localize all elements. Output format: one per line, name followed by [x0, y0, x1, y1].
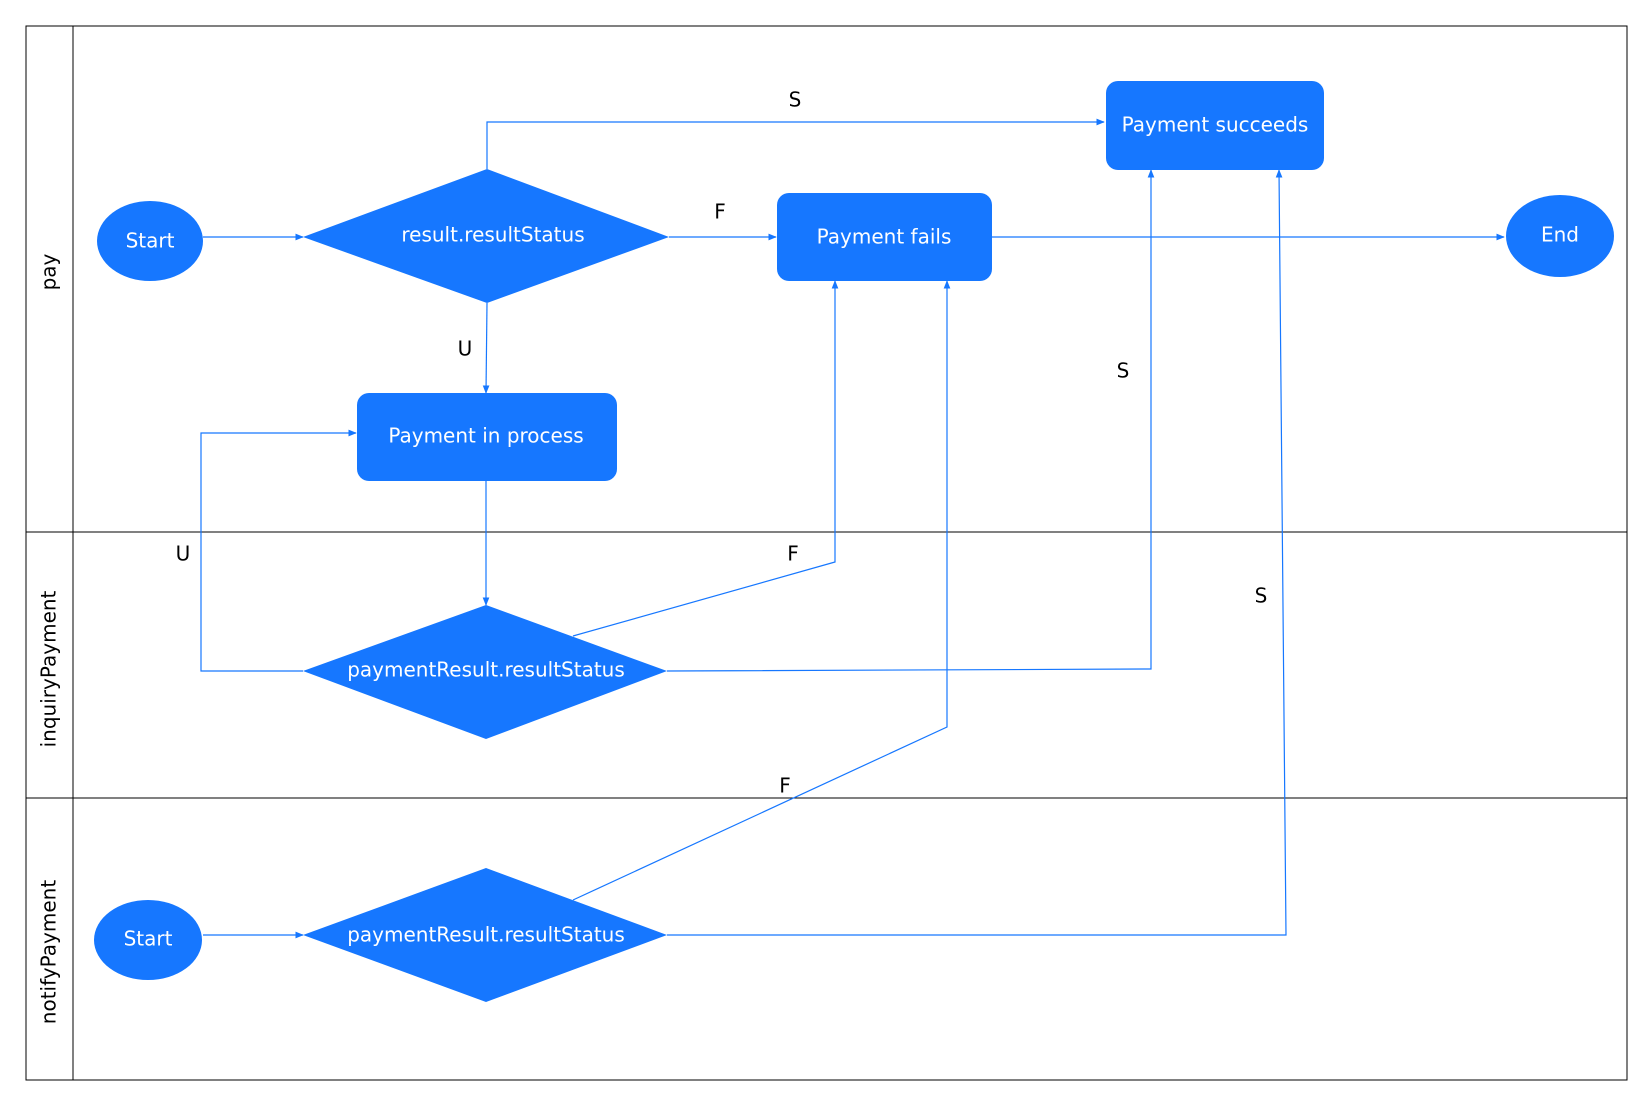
node-label: result.resultStatus — [401, 223, 584, 247]
edge-label-s: S — [1255, 584, 1268, 608]
decision-diamond — [303, 605, 667, 739]
edge-inquiry-to-in-process — [200, 429, 357, 672]
edge-label-u: U — [176, 542, 191, 566]
edge-inquiry-to-succeeds — [666, 169, 1155, 672]
process-box — [1106, 81, 1324, 170]
edge-inquiry-to-fails — [572, 280, 839, 637]
node-label: Payment succeeds — [1122, 113, 1309, 137]
start-ellipse — [94, 900, 202, 980]
node-payment-succeeds[interactable]: Payment succeeds — [1106, 81, 1324, 170]
end-ellipse — [1506, 195, 1614, 277]
node-pay-start[interactable]: Start — [97, 201, 203, 281]
lane-label-pay: pay — [37, 253, 61, 290]
lane-label-notify-payment: notifyPayment — [37, 880, 61, 1025]
edge-label-f: F — [779, 774, 791, 798]
edge-label-f: F — [714, 200, 726, 224]
lane-outer-border — [25, 25, 1628, 1081]
process-box — [777, 193, 992, 281]
edge-pay-decision-to-succeeds — [486, 118, 1105, 169]
node-notify-start[interactable]: Start — [94, 900, 202, 980]
node-label: Start — [126, 229, 175, 253]
node-label: Payment in process — [388, 424, 583, 448]
lane-label-inquiry-payment: inquiryPayment — [37, 590, 61, 747]
node-label: paymentResult.resultStatus — [347, 923, 625, 947]
start-ellipse — [97, 201, 203, 281]
node-label: paymentResult.resultStatus — [347, 658, 625, 682]
node-inquiry-decision[interactable]: paymentResult.resultStatus — [303, 605, 667, 739]
process-box — [357, 393, 617, 481]
node-pay-decision[interactable]: result.resultStatus — [303, 169, 669, 303]
edge-label-s: S — [1117, 359, 1130, 383]
edge-notify-to-fails — [572, 280, 951, 901]
node-label: Payment fails — [817, 225, 952, 249]
edge-pay-decision-to-in-process — [482, 302, 490, 394]
node-payment-fails[interactable]: Payment fails — [777, 193, 992, 281]
node-label: End — [1541, 223, 1579, 247]
edge-notify-to-succeeds — [667, 169, 1287, 936]
decision-diamond — [303, 169, 669, 303]
node-payment-in-process[interactable]: Payment in process — [357, 393, 617, 481]
edge-label-f: F — [787, 542, 799, 566]
edge-label-u: U — [458, 337, 473, 361]
swimlane-frame — [25, 25, 1628, 1081]
edge-labels: S F U U F S F S — [176, 88, 1268, 798]
edge-label-s: S — [789, 88, 802, 112]
node-end[interactable]: End — [1506, 195, 1614, 277]
edges — [200, 118, 1505, 939]
decision-diamond — [303, 868, 667, 1002]
node-notify-decision[interactable]: paymentResult.resultStatus — [303, 868, 667, 1002]
node-label: Start — [124, 927, 173, 951]
